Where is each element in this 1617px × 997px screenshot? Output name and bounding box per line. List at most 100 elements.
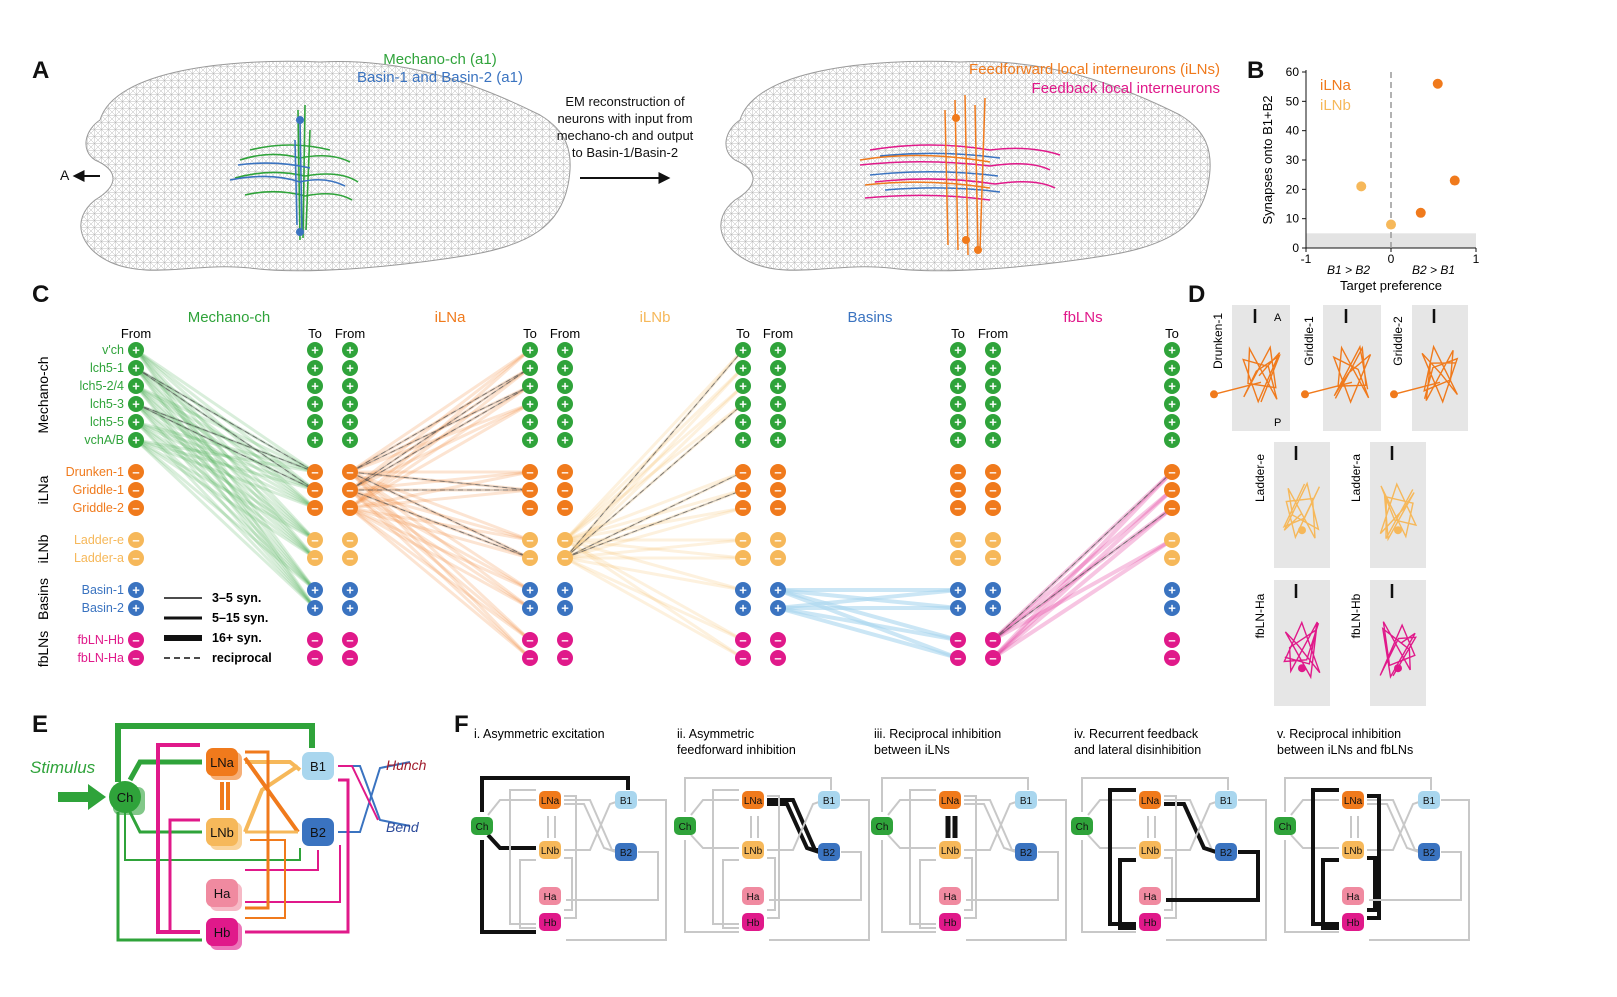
neuron-node bbox=[985, 500, 1001, 516]
reciprocal-connection bbox=[135, 403, 316, 491]
data-point-iLNa bbox=[1415, 207, 1426, 218]
neuron-node bbox=[522, 632, 538, 648]
neuron-node bbox=[985, 532, 1001, 548]
node-sign: + bbox=[346, 583, 354, 598]
connection bbox=[564, 538, 744, 592]
connection bbox=[349, 506, 531, 642]
neuron-node bbox=[770, 482, 786, 498]
motif-node-ha bbox=[1139, 887, 1161, 905]
node-sign: – bbox=[526, 651, 533, 666]
node-sign: + bbox=[739, 397, 747, 412]
neuron-node bbox=[735, 378, 751, 394]
neuron-node bbox=[342, 632, 358, 648]
node-label-b2: B2 bbox=[310, 825, 326, 840]
column-header: iLNa bbox=[435, 309, 467, 326]
node-sign: – bbox=[526, 465, 533, 480]
motif-wire bbox=[1369, 799, 1470, 941]
connection bbox=[563, 384, 745, 560]
motif-node-b2 bbox=[615, 843, 637, 861]
node-label-ha: Ha bbox=[214, 886, 231, 901]
neuron-node bbox=[557, 432, 573, 448]
column-header: Basins bbox=[847, 309, 892, 326]
connection bbox=[349, 506, 531, 592]
node-sign: + bbox=[954, 397, 962, 412]
neuron-node bbox=[522, 550, 538, 566]
node-label-lna: LNa bbox=[210, 755, 235, 770]
motif-wire bbox=[1321, 858, 1339, 930]
neuron-node bbox=[522, 342, 538, 358]
svg-text:mechano-ch and output: mechano-ch and output bbox=[557, 128, 694, 143]
row-label: lch5-2/4 bbox=[80, 379, 125, 393]
neuron-node bbox=[128, 482, 144, 498]
neuron-node bbox=[950, 396, 966, 412]
node-sign: + bbox=[561, 601, 569, 616]
node-sign: – bbox=[132, 633, 139, 648]
connection bbox=[564, 470, 744, 542]
node-sign: + bbox=[774, 601, 782, 616]
node-sign: + bbox=[311, 415, 319, 430]
motif-wire bbox=[750, 816, 759, 838]
motif-node-label: Ha bbox=[944, 892, 957, 903]
neuron-trace bbox=[1379, 482, 1418, 542]
morphology-ladder-e: Ladder-e bbox=[1253, 442, 1330, 568]
motif-node-ha bbox=[1342, 887, 1364, 905]
motif-wire bbox=[945, 816, 958, 838]
neuron-node bbox=[985, 550, 1001, 566]
axis-label-anterior: A bbox=[1274, 312, 1282, 324]
node-sign: + bbox=[132, 583, 140, 598]
node-sign: + bbox=[346, 361, 354, 376]
panel-label-f: F bbox=[454, 711, 469, 738]
motif-wire bbox=[547, 816, 556, 838]
node-sign: + bbox=[989, 415, 997, 430]
neuron-node bbox=[557, 582, 573, 598]
soma bbox=[1390, 390, 1398, 399]
motif-wire bbox=[966, 851, 1059, 901]
motif-node-label: Ch bbox=[876, 822, 889, 833]
morphology-bg bbox=[1412, 305, 1468, 431]
x-tick-label: 0 bbox=[1388, 252, 1395, 266]
neuron-node bbox=[1164, 632, 1180, 648]
neuron-node bbox=[950, 464, 966, 480]
connection bbox=[991, 488, 1174, 642]
neuron-node bbox=[128, 378, 144, 394]
morphology-bg bbox=[1370, 580, 1426, 706]
motif-node-b2 bbox=[818, 843, 840, 861]
node-sign: + bbox=[989, 583, 997, 598]
node-sign: – bbox=[132, 533, 139, 548]
connection bbox=[564, 556, 744, 660]
axis-label-a: A bbox=[60, 167, 70, 183]
morphology-label: Griddle-2 bbox=[1391, 316, 1405, 366]
neuron-node bbox=[1164, 650, 1180, 666]
connection bbox=[349, 384, 531, 510]
connection bbox=[134, 420, 317, 610]
from-label: From bbox=[550, 326, 580, 341]
soma bbox=[1394, 526, 1402, 535]
neuron-node bbox=[557, 632, 573, 648]
motif-title: ii. Asymmetric bbox=[677, 727, 754, 741]
neuron-node bbox=[522, 378, 538, 394]
motif-node-lna bbox=[1342, 791, 1364, 809]
neuron-node bbox=[1164, 396, 1180, 412]
node-sign: – bbox=[1168, 551, 1175, 566]
motif-node-label: B1 bbox=[620, 796, 633, 807]
motif-wire bbox=[1290, 799, 1339, 816]
neuron-node bbox=[735, 582, 751, 598]
neuron-node bbox=[342, 360, 358, 376]
neuron-node bbox=[307, 482, 323, 498]
panel-a-title-basin: Basin-1 and Basin-2 (a1) bbox=[357, 69, 523, 86]
motif-node-label: Ch bbox=[1076, 822, 1089, 833]
neuron-node bbox=[307, 414, 323, 430]
neuron-node bbox=[1164, 360, 1180, 376]
to-label: To bbox=[308, 326, 322, 341]
motif-wire bbox=[1290, 834, 1339, 849]
connection bbox=[349, 348, 531, 474]
node-sign: + bbox=[526, 601, 534, 616]
node-sign: + bbox=[526, 343, 534, 358]
motif-title: i. Asymmetric excitation bbox=[474, 727, 605, 741]
reciprocal-connection bbox=[564, 471, 744, 559]
y-axis-title: Synapses onto B1+B2 bbox=[1260, 95, 1275, 224]
connection bbox=[348, 488, 532, 660]
node-sign: + bbox=[526, 361, 534, 376]
